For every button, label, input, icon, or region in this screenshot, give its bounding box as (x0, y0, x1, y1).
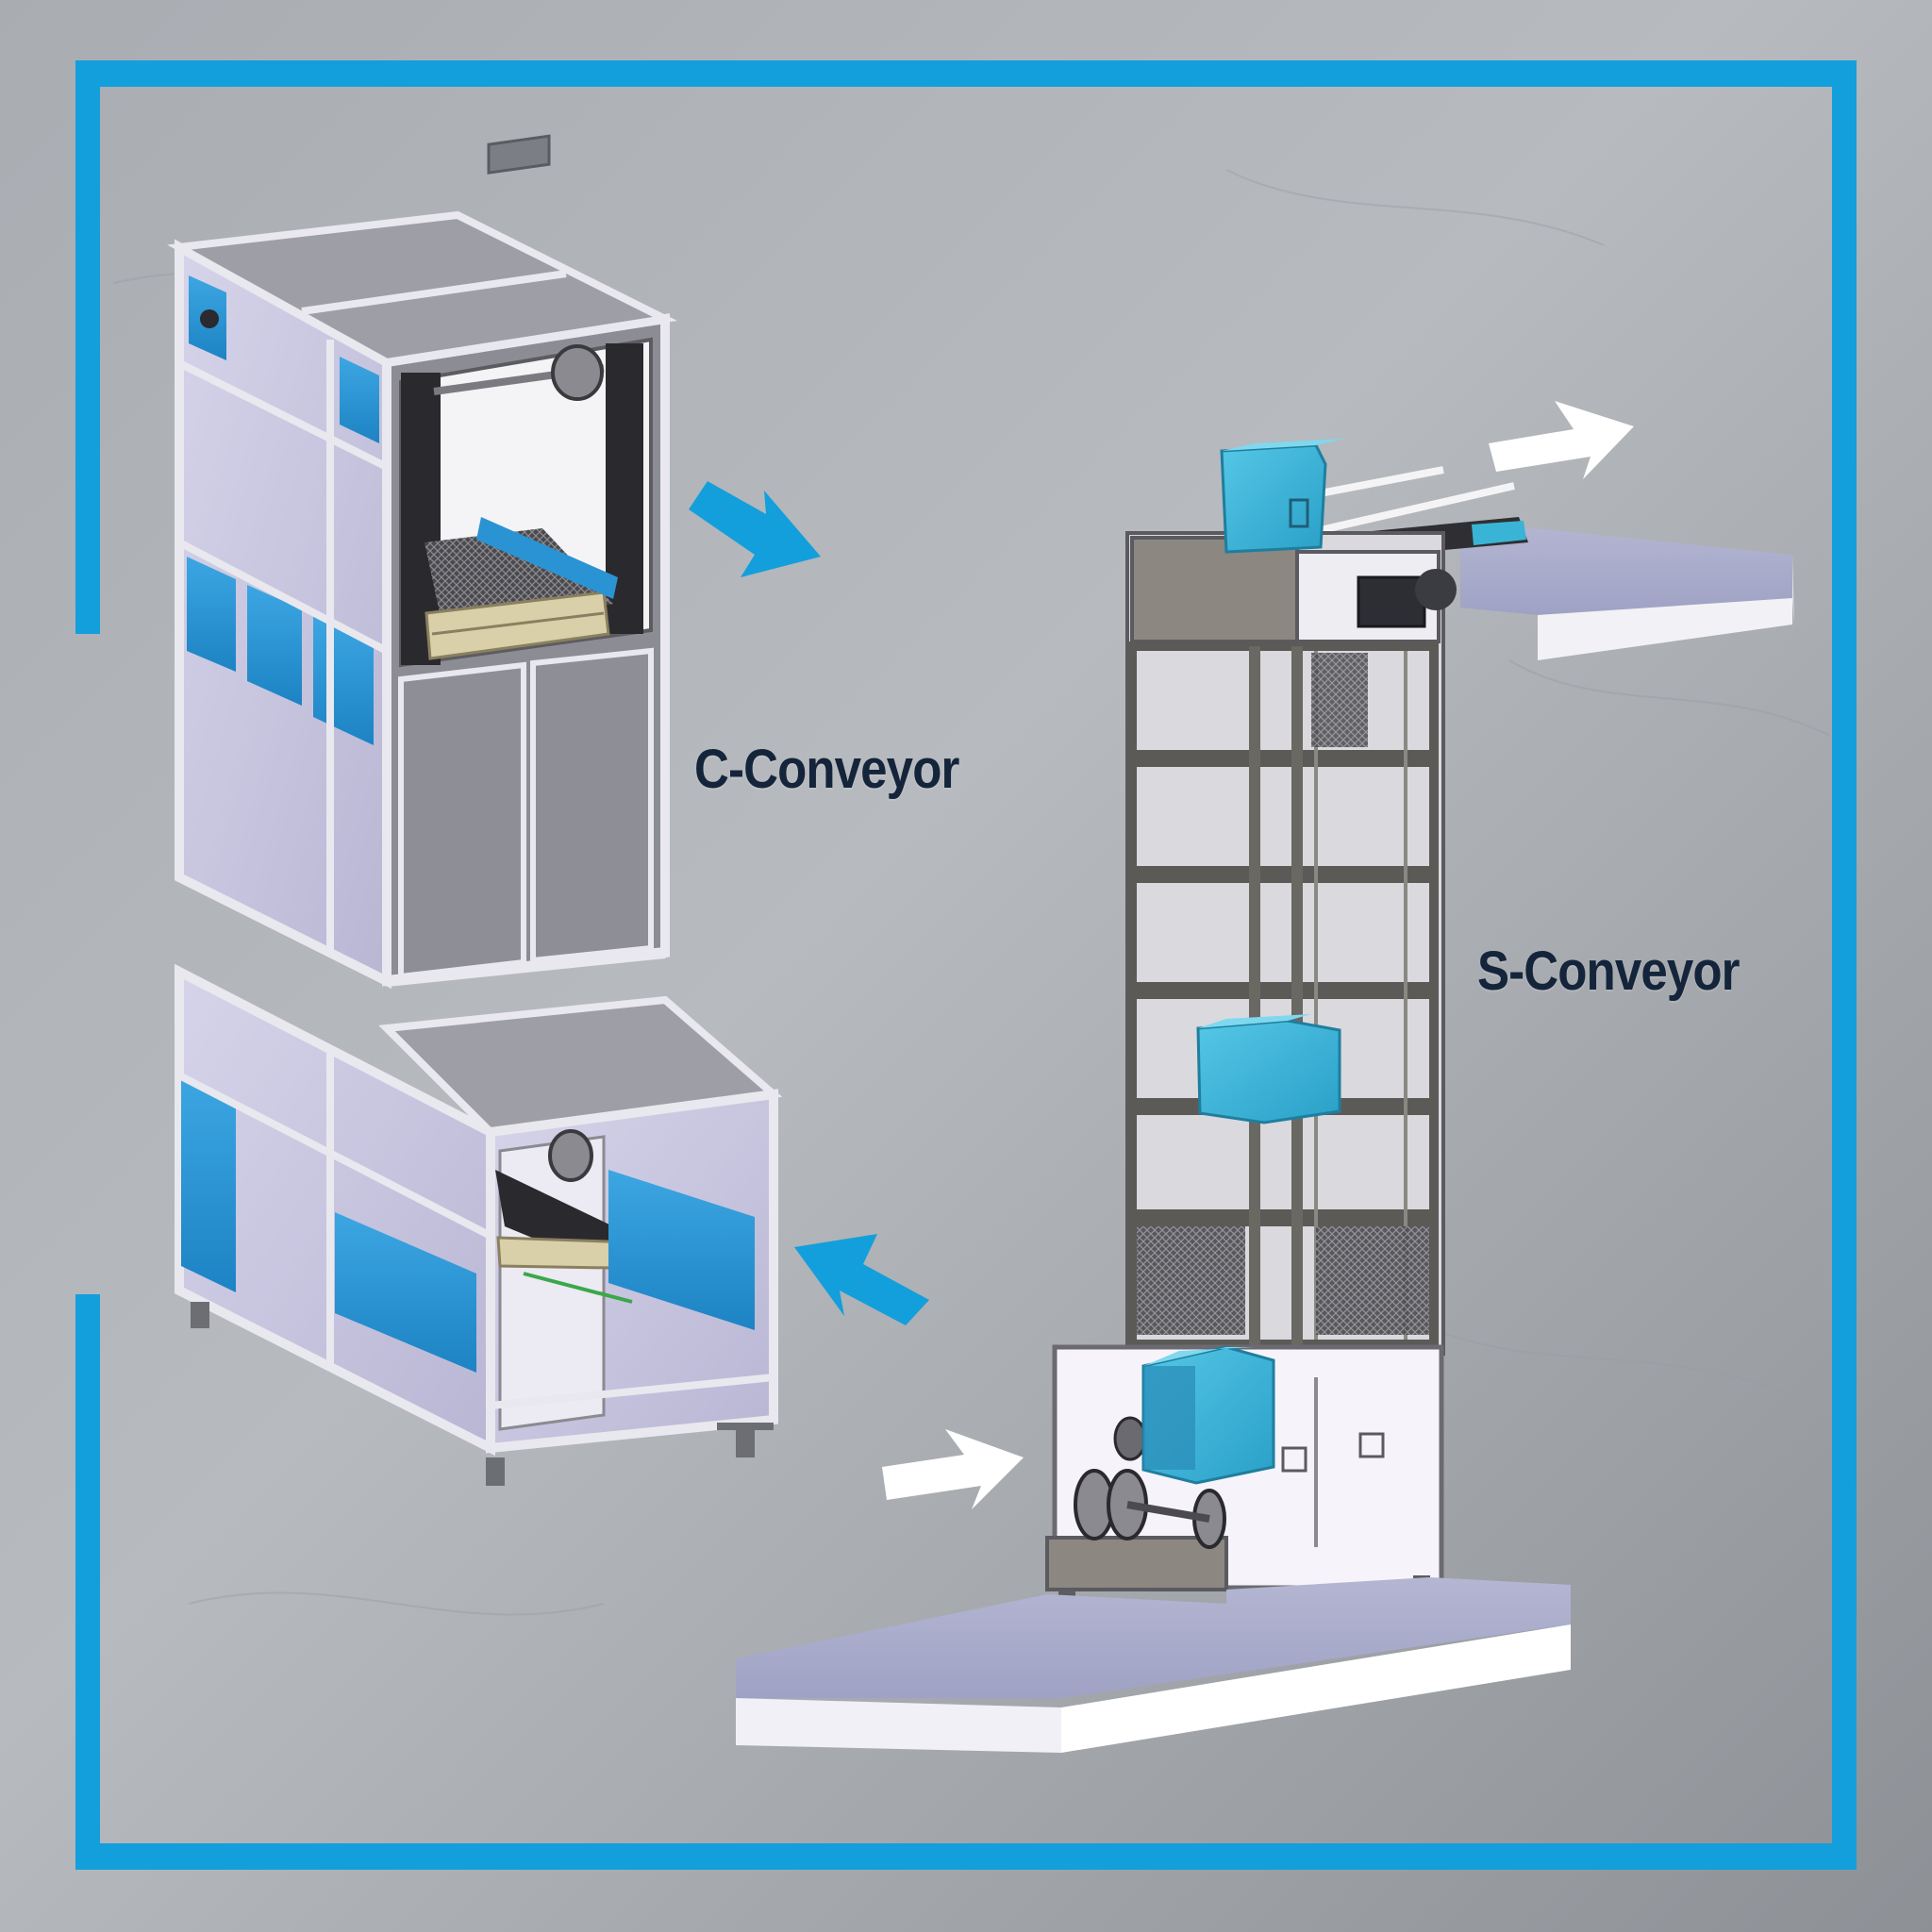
arrow-down-right-icon (689, 481, 821, 577)
arrow-right-icon (882, 1429, 1024, 1509)
c-feet (191, 1302, 774, 1486)
c-blue-panel-7 (335, 1212, 476, 1373)
s-cage-uprights (1249, 646, 1303, 1349)
c-blue-panel-8 (608, 1170, 755, 1330)
s-mesh-panel-2 (1137, 1226, 1245, 1335)
c-pulley-top (551, 344, 604, 401)
c-mid-panel-right (530, 647, 654, 964)
s-floor-slab-front (736, 1698, 1061, 1753)
c-blue-panel-2 (340, 357, 379, 443)
s-top-housing (1130, 536, 1299, 643)
c-pulley-lower (548, 1129, 593, 1182)
s-upper-slab-top (1460, 521, 1792, 615)
c-conveyor-label: C-Conveyor (694, 739, 959, 800)
s-bucket-middle (1196, 1019, 1341, 1124)
c-conveyor-machine (167, 134, 783, 1486)
s-mesh-panel-1 (1311, 653, 1368, 747)
c-blue-panel-6 (181, 1075, 236, 1292)
arrow-up-left-icon (794, 1234, 929, 1325)
c-mid-panel-left (398, 661, 526, 980)
c-rollers-upper (425, 591, 610, 660)
s-conveyor-label: S-Conveyor (1477, 941, 1740, 1002)
c-blue-strip (476, 517, 618, 599)
arrow-right-icon (1489, 401, 1634, 479)
s-upper-slab-front (1538, 598, 1792, 660)
c-blue-panel-4 (247, 585, 302, 706)
s-mesh-panel-3 (1316, 1226, 1429, 1335)
s-conveyor-machine (736, 439, 1794, 1753)
c-blue-panel-3 (187, 557, 236, 672)
s-floor-slab-right (1061, 1624, 1571, 1753)
c-top (167, 210, 677, 367)
frame-border (75, 60, 1857, 1870)
s-motor (1357, 575, 1426, 628)
s-base-pulleys (1074, 1416, 1226, 1549)
s-floor-slab-top (736, 1577, 1571, 1698)
s-upper-slab-side (1792, 555, 1794, 625)
s-bucket-top (1220, 443, 1327, 554)
c-top-motor (487, 134, 551, 175)
s-base-front-lip (1045, 1536, 1228, 1591)
